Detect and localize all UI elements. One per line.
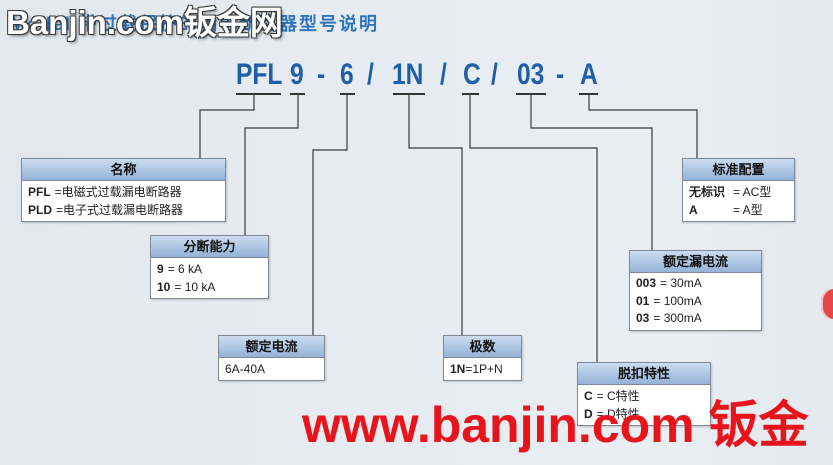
line-code: C (584, 389, 593, 403)
box-line: 1N=1P+N (450, 360, 515, 378)
connector-current (312, 95, 348, 335)
box-name-title: 名称 (22, 159, 225, 181)
model-code-separator: / (491, 58, 498, 91)
line-code: 01 (636, 293, 650, 308)
line-code: A (689, 203, 698, 217)
underline-poles (393, 93, 425, 95)
line-code: 1N (450, 362, 466, 376)
connector-trip (469, 95, 598, 362)
page-title: Model 带过载保护的漏电断路器型号说明 (10, 14, 379, 34)
connector-breaking (244, 95, 299, 235)
connector-product (199, 95, 255, 158)
box-trip-characteristic-body: C= C特性 D= D特性 (578, 385, 710, 425)
line-desc: = 10 kA (174, 280, 216, 294)
connector-standard (588, 95, 698, 158)
box-line: 10= 10 kA (157, 278, 262, 296)
line-desc: = AC型 (733, 185, 772, 199)
box-line: 03= 300mA (636, 310, 755, 328)
box-poles-body: 1N=1P+N (444, 358, 521, 380)
box-residual-current-body: 003= 30mA 01= 100mA 03= 300mA (630, 273, 761, 330)
line-desc: =电子式过载漏电断路器 (56, 203, 184, 217)
box-poles: 极数 1N=1P+N (443, 335, 522, 381)
box-line: 01= 100mA (636, 293, 755, 311)
line-code: 9 (157, 262, 164, 276)
box-line: 003= 30mA (636, 275, 755, 293)
connector-residual (530, 95, 653, 250)
box-line: 6A-40A (225, 362, 266, 376)
box-line: 9= 6 kA (157, 260, 262, 278)
model-code-poles: 1N (392, 58, 424, 91)
box-residual-current: 额定漏电流 003= 30mA 01= 100mA 03= 300mA (629, 250, 762, 331)
box-standard-config-body: 无标识 = AC型 A = A型 (683, 181, 794, 221)
line-code: 03 (636, 311, 650, 325)
box-line: A = A型 (689, 201, 788, 219)
model-code-product: PFL (236, 58, 283, 91)
box-standard-config-title: 标准配置 (683, 159, 794, 181)
model-code-separator: - (317, 58, 326, 91)
model-code-trip: C (463, 58, 481, 91)
box-residual-current-title: 额定漏电流 (630, 251, 761, 273)
line-code: PLD (28, 203, 52, 217)
watermark-bottom: www.banjin.com 钣金 (302, 397, 809, 453)
connector-poles (408, 95, 463, 335)
model-code-separator: / (367, 58, 374, 91)
side-float-button[interactable] (821, 289, 833, 319)
underline-current (340, 93, 355, 95)
box-name-body: PFL=电磁式过载漏电断路器 PLD =电子式过载漏电断路器 (22, 181, 225, 221)
box-rated-current: 额定电流 6A-40A (218, 335, 325, 381)
box-rated-current-body: 6A-40A (219, 358, 324, 380)
box-trip-characteristic: 脱扣特性 C= C特性 D= D特性 (577, 362, 711, 426)
underline-trip (462, 93, 479, 95)
underline-product (236, 93, 281, 95)
line-desc: = A型 (733, 203, 763, 217)
box-line: PFL=电磁式过载漏电断路器 (28, 183, 219, 201)
line-code: D (584, 407, 593, 421)
box-poles-title: 极数 (444, 336, 521, 358)
line-desc: = 30mA (660, 276, 702, 290)
box-name: 名称 PFL=电磁式过载漏电断路器 PLD =电子式过载漏电断路器 (21, 158, 226, 222)
underline-residual (516, 93, 546, 95)
box-line: 无标识 = AC型 (689, 183, 788, 201)
line-desc: = D特性 (596, 407, 640, 421)
model-code-separator: / (440, 58, 447, 91)
model-code-residual: 03 (517, 58, 545, 91)
box-breaking-capacity: 分断能力 9= 6 kA 10= 10 kA (150, 235, 269, 299)
box-breaking-capacity-body: 9= 6 kA 10= 10 kA (151, 258, 268, 298)
box-rated-current-title: 额定电流 (219, 336, 324, 358)
line-desc: =电磁式过载漏电断路器 (54, 185, 182, 199)
underline-breaking (290, 93, 305, 95)
line-desc: = 100mA (653, 293, 702, 308)
box-breaking-capacity-title: 分断能力 (151, 236, 268, 258)
model-code-breaking: 9 (290, 58, 304, 91)
box-line: D= D特性 (584, 405, 704, 423)
line-code: 10 (157, 280, 171, 294)
box-line: PLD =电子式过载漏电断路器 (28, 201, 219, 219)
watermark-top: Banjin.com钣金网 (6, 4, 283, 41)
line-desc: = C特性 (596, 389, 640, 403)
line-desc: = 300mA (653, 311, 702, 325)
box-line: C= C特性 (584, 387, 704, 405)
box-trip-characteristic-title: 脱扣特性 (578, 363, 710, 385)
line-code: 无标识 (689, 185, 726, 199)
line-code: PFL (28, 185, 51, 199)
line-desc: =1P+N (465, 362, 503, 376)
model-code-standard: A (580, 58, 598, 91)
box-standard-config: 标准配置 无标识 = AC型 A = A型 (682, 158, 795, 222)
line-desc: = 6 kA (167, 262, 203, 276)
model-code-current: 6 (340, 58, 354, 91)
underline-standard (579, 93, 598, 95)
model-code-separator: - (556, 58, 565, 91)
line-code: 003 (636, 276, 657, 290)
